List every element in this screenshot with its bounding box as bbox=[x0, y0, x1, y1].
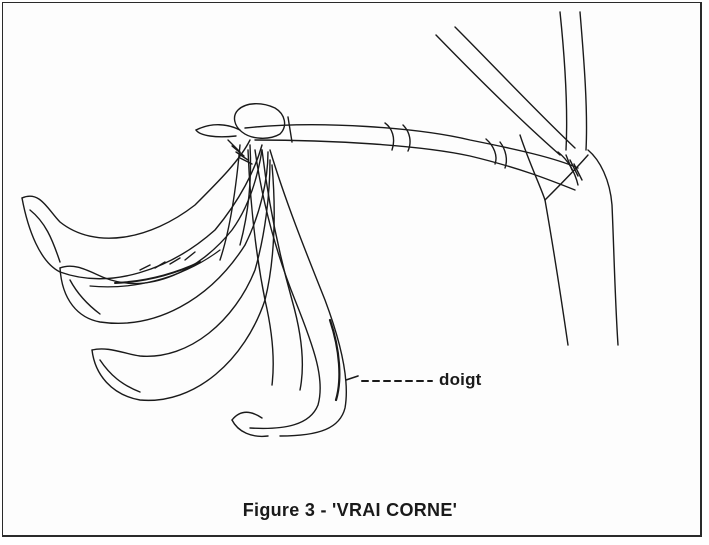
pseudostem bbox=[436, 12, 618, 345]
figure-caption: Figure 3 - 'VRAI CORNE' bbox=[0, 500, 700, 521]
banana-fingers bbox=[22, 140, 346, 436]
doigt-leader-line bbox=[346, 376, 432, 381]
doigt-label: doigt bbox=[439, 370, 482, 390]
